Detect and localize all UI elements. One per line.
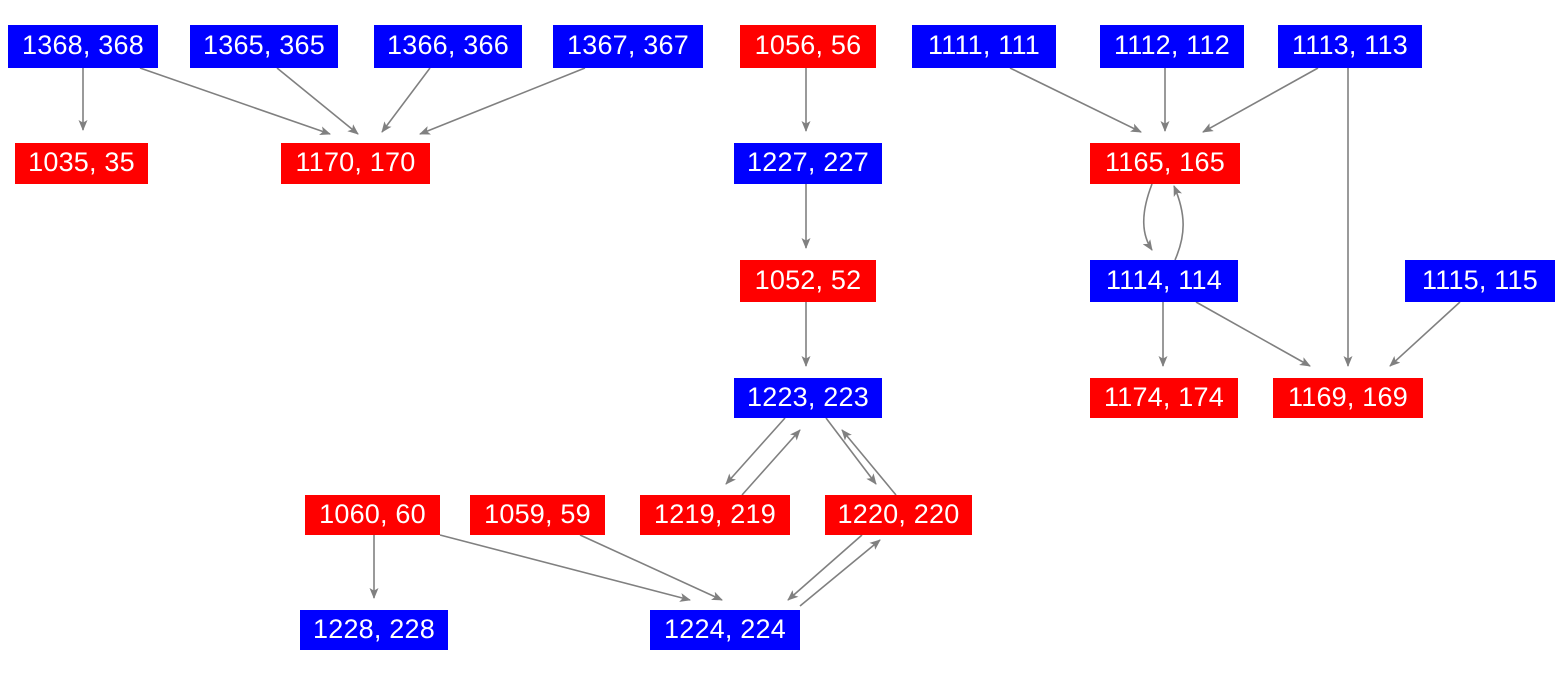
edge-n1220-to-n1224 <box>787 534 863 601</box>
node-label: 1052, 52 <box>754 264 862 295</box>
node-n1112[interactable]: 1112, 112 <box>1100 25 1244 68</box>
node-n1060[interactable]: 1060, 60 <box>305 495 440 535</box>
node-n1227[interactable]: 1227, 227 <box>734 143 882 184</box>
node-label: 1367, 367 <box>567 30 689 60</box>
node-n1170[interactable]: 1170, 170 <box>281 143 430 184</box>
node-n1223[interactable]: 1223, 223 <box>734 378 882 418</box>
node-n1220[interactable]: 1220, 220 <box>825 495 972 535</box>
node-label: 1165, 165 <box>1105 147 1225 177</box>
node-n1114[interactable]: 1114, 114 <box>1090 260 1238 302</box>
node-n1115[interactable]: 1115, 115 <box>1405 260 1555 302</box>
node-n1056[interactable]: 1056, 56 <box>740 25 876 68</box>
node-label: 1114, 114 <box>1106 264 1222 295</box>
edge-n1219-to-n1223 <box>741 429 801 496</box>
node-n1219[interactable]: 1219, 219 <box>640 495 790 535</box>
node-n1052[interactable]: 1052, 52 <box>740 260 876 302</box>
node-label: 1113, 113 <box>1292 30 1408 60</box>
node-n1169[interactable]: 1169, 169 <box>1273 378 1423 418</box>
node-label: 1368, 368 <box>22 30 144 60</box>
node-n1174[interactable]: 1174, 174 <box>1090 378 1238 418</box>
edge-n1115-to-n1169 <box>1389 301 1461 367</box>
node-label: 1220, 220 <box>837 498 960 529</box>
node-n1367[interactable]: 1367, 367 <box>553 25 703 68</box>
node-label: 1112, 112 <box>1114 30 1230 60</box>
edge-n1365-to-n1170 <box>276 67 359 135</box>
node-label: 1223, 223 <box>747 381 869 412</box>
node-n1368[interactable]: 1368, 368 <box>8 25 158 68</box>
node-label: 1170, 170 <box>295 147 416 177</box>
edge-n1113-to-n1165 <box>1202 67 1319 133</box>
node-label: 1111, 111 <box>928 30 1040 60</box>
edge-n1114-to-n1165 <box>1173 185 1184 261</box>
node-n1224[interactable]: 1224, 224 <box>650 610 800 650</box>
edge-n1367-to-n1170 <box>419 67 586 135</box>
edge-n1368-to-n1170 <box>139 67 331 135</box>
edge-n1224-to-n1220 <box>799 539 881 607</box>
edge-n1220-to-n1223 <box>841 429 897 496</box>
node-label: 1059, 59 <box>484 498 591 529</box>
edge-n1111-to-n1165 <box>1009 67 1142 133</box>
node-label: 1115, 115 <box>1422 264 1538 295</box>
node-label: 1060, 60 <box>319 498 426 529</box>
edge-n1060-to-n1224 <box>439 534 691 602</box>
node-label: 1224, 224 <box>664 613 786 644</box>
node-n1035[interactable]: 1035, 35 <box>15 143 148 184</box>
node-n1228[interactable]: 1228, 228 <box>300 610 448 650</box>
node-label: 1169, 169 <box>1288 381 1408 412</box>
node-n1165[interactable]: 1165, 165 <box>1090 143 1240 184</box>
edge-n1059-to-n1224 <box>579 534 723 601</box>
edge-n1114-to-n1169 <box>1195 301 1311 367</box>
node-label: 1227, 227 <box>747 147 869 177</box>
node-label: 1366, 366 <box>387 30 509 60</box>
edge-n1223-to-n1220 <box>825 417 877 485</box>
node-label: 1228, 228 <box>313 613 435 644</box>
node-label: 1056, 56 <box>754 30 862 60</box>
node-n1113[interactable]: 1113, 113 <box>1278 25 1422 68</box>
node-n1059[interactable]: 1059, 59 <box>470 495 605 535</box>
node-label: 1035, 35 <box>28 147 135 177</box>
node-n1365[interactable]: 1365, 365 <box>190 25 338 68</box>
edge-n1366-to-n1170 <box>381 67 431 133</box>
edge-n1223-to-n1219 <box>725 417 786 485</box>
node-label: 1365, 365 <box>203 30 325 60</box>
node-label: 1174, 174 <box>1104 381 1224 412</box>
edge-n1165-to-n1114 <box>1142 183 1153 251</box>
node-n1111[interactable]: 1111, 111 <box>912 25 1056 68</box>
node-label: 1219, 219 <box>654 498 776 529</box>
node-n1366[interactable]: 1366, 366 <box>374 25 522 68</box>
